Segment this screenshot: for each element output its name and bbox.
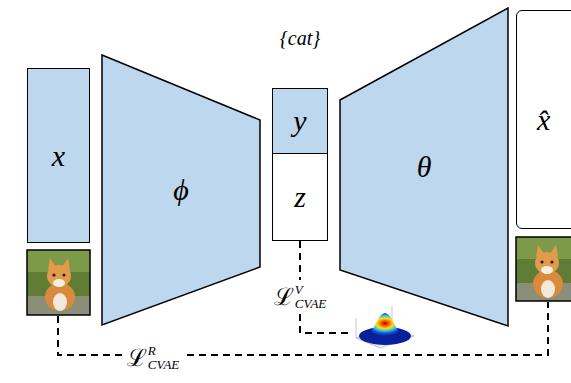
gaussian-plot [356, 306, 414, 348]
reconstruction-loss-label: ℒRCVAE [124, 344, 183, 371]
loss-symbol: ℒ [127, 346, 147, 370]
cat-photo [516, 237, 571, 301]
cat-photo [27, 250, 90, 315]
math-symbol: z [294, 182, 306, 212]
photo-frame [27, 250, 90, 315]
output-box: x̂ [516, 10, 571, 229]
class-label: {cat} [280, 27, 320, 50]
photo-frame [516, 237, 571, 301]
label-box: y [272, 88, 328, 154]
loss-indices: RCVAE [148, 344, 180, 371]
latent-loss-label: ℒVCVAE [271, 283, 330, 310]
math-symbol: θ [417, 152, 432, 182]
math-symbol: y [293, 106, 306, 136]
loss-subscript: CVAE [148, 358, 180, 372]
math-symbol: x [52, 141, 65, 171]
loss-superscript: R [148, 344, 180, 358]
input-box: x [27, 68, 90, 243]
math-symbol: ϕ [173, 175, 189, 205]
latent-box: z [272, 153, 328, 241]
encoder-trapezoid: ϕ [102, 55, 260, 325]
loss-subscript: CVAE [295, 297, 327, 311]
loss-indices: VCVAE [295, 283, 327, 310]
decoder-trapezoid: θ [340, 8, 508, 326]
loss-superscript: V [295, 283, 327, 297]
loss-symbol: ℒ [274, 285, 294, 309]
math-symbol: x̂ [537, 105, 550, 135]
latent-line [299, 241, 301, 280]
latent-line [300, 314, 352, 333]
